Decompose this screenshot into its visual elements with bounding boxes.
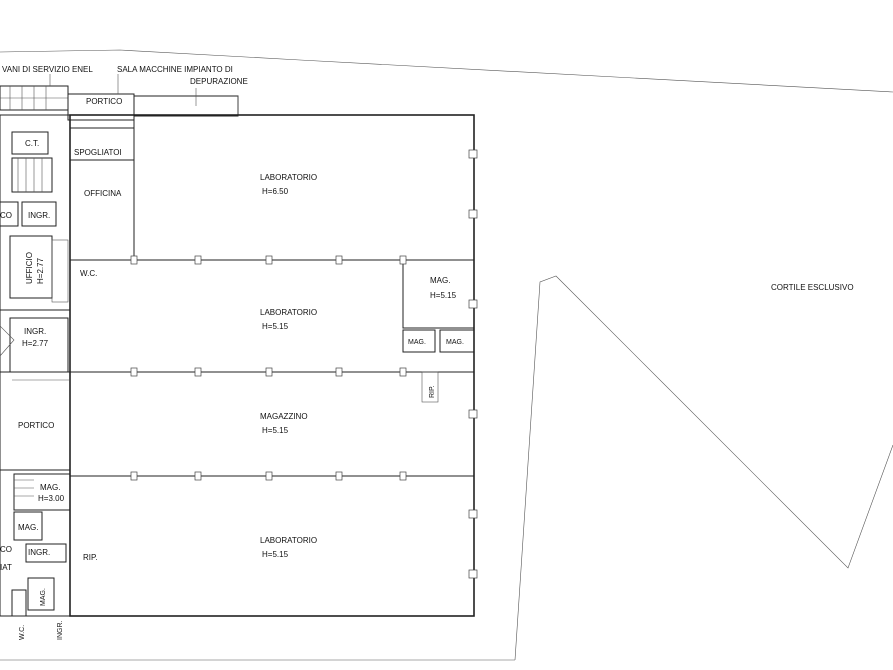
label-ufficio: UFFICIO xyxy=(25,252,34,284)
label-lab1-height: H=6.50 xyxy=(262,187,289,196)
label-ingr-mid-height: H=2.77 xyxy=(22,339,49,348)
main-building xyxy=(69,114,478,617)
label-officina: OFFICINA xyxy=(84,189,122,198)
label-ufficio-height: H=2.77 xyxy=(36,257,45,284)
label-mag-right: MAG. xyxy=(430,276,450,285)
label-magazzino-height: H=5.15 xyxy=(262,426,289,435)
label-co-bottom: CO xyxy=(0,545,12,554)
label-lab3-name: LABORATORIO xyxy=(260,536,317,545)
label-cortile: CORTILE ESCLUSIVO xyxy=(771,283,854,292)
label-vani-enel: VANI DI SERVIZIO ENEL xyxy=(2,65,93,74)
label-rip-mid: RIP. xyxy=(429,385,436,398)
label-mag-vertical: MAG. xyxy=(40,588,47,606)
label-magazzino-name: MAGAZZINO xyxy=(260,412,308,421)
label-mag-left-height: H=3.00 xyxy=(38,494,65,503)
label-mag-left-small: MAG. xyxy=(18,523,38,532)
label-mag-right-height: H=5.15 xyxy=(430,291,457,300)
site-boundary xyxy=(0,49,893,661)
label-iat: IAT xyxy=(0,563,12,572)
label-lab1-name: LABORATORIO xyxy=(260,173,317,182)
label-lab3-height: H=5.15 xyxy=(262,550,289,559)
label-rip-bottom: RIP. xyxy=(83,553,98,562)
label-portico-left: PORTICO xyxy=(18,421,54,430)
label-portico-top: PORTICO xyxy=(86,97,122,106)
label-lab2-height: H=5.15 xyxy=(262,322,289,331)
service-strip xyxy=(0,74,239,121)
label-lab2-name: LABORATORIO xyxy=(260,308,317,317)
label-sala-macchine-line2: DEPURAZIONE xyxy=(190,77,248,86)
label-spogliatoi: SPOGLIATOI xyxy=(74,148,122,157)
label-co-top: CO xyxy=(0,211,12,220)
label-mag-small-2: MAG. xyxy=(446,339,464,346)
label-ct: C.T. xyxy=(25,139,39,148)
label-ingr-vertical: INGR. xyxy=(57,621,64,641)
label-wc-mid: W.C. xyxy=(80,269,97,278)
label-mag-left: MAG. xyxy=(40,483,60,492)
label-ingr-top: INGR. xyxy=(28,211,50,220)
left-annex xyxy=(0,114,71,617)
label-sala-macchine-line1: SALA MACCHINE IMPIANTO DI xyxy=(117,65,233,74)
label-ingr-bottom: INGR. xyxy=(28,548,50,557)
room-labels: VANI DI SERVIZIO ENEL SALA MACCHINE IMPI… xyxy=(0,65,854,640)
label-ingr-mid: INGR. xyxy=(24,327,46,336)
label-wc-bottom: W.C. xyxy=(19,625,26,640)
label-mag-small-1: MAG. xyxy=(408,339,426,346)
